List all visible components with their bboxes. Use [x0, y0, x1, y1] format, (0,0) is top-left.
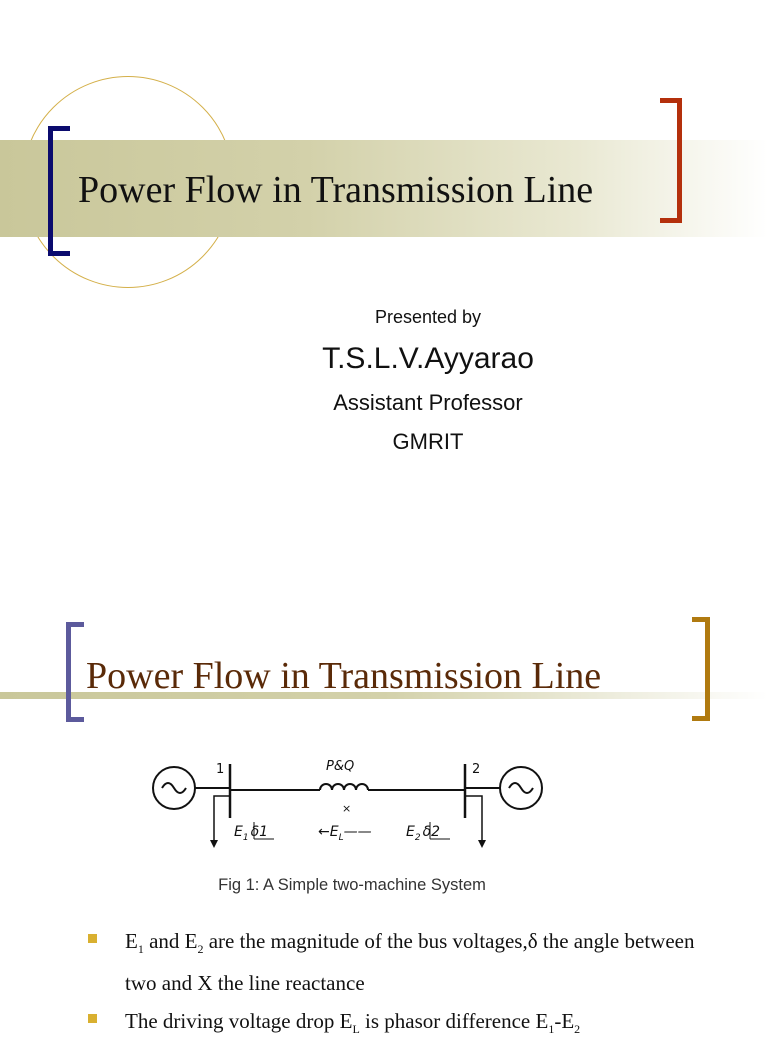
generator-2-icon — [499, 766, 543, 810]
presenter-institution: GMRIT — [392, 429, 464, 454]
bullet-list: E1 and E2 are the magnitude of the bus v… — [88, 924, 728, 1050]
load-arrow-2 — [478, 840, 486, 848]
bullet-square-icon — [88, 1014, 97, 1024]
slide-title: Power Flow in Transmission Line — [78, 169, 594, 211]
right-bracket — [692, 617, 710, 721]
content-slide: Power Flow in Transmission Line 1 P&Q × … — [0, 580, 768, 1036]
flow-label: P&Q — [326, 759, 354, 774]
bullet-square-icon — [88, 934, 97, 943]
inductor-icon — [319, 783, 369, 791]
title-band — [0, 140, 768, 237]
presented-by-label: Presented by — [374, 307, 482, 327]
bullet-item: E1 and E2 are the magnitude of the bus v… — [88, 924, 728, 1000]
figure-caption: Fig 1: A Simple two-machine System — [218, 876, 486, 894]
bus-2-label: 2 — [472, 762, 480, 777]
voltage-el-label: ←EL—— — [318, 824, 372, 843]
slide-title: Power Flow in Transmission Line — [86, 655, 602, 697]
sine-wave-icon — [508, 782, 534, 794]
sine-wave-icon — [161, 782, 187, 794]
title-slide: Power Flow in Transmission Line Presente… — [0, 76, 768, 454]
presenter-position: Assistant Professor — [333, 390, 523, 415]
left-bracket — [66, 622, 84, 722]
right-bracket — [660, 98, 682, 223]
presenter-name: T.S.L.V.Ayyarao — [322, 342, 534, 375]
left-bracket — [48, 126, 70, 256]
reactance-mark: × — [342, 802, 351, 815]
title-underline-band — [0, 692, 768, 699]
load-arrow-1 — [210, 840, 218, 848]
bullet-item: The driving voltage drop EL is phasor di… — [88, 1004, 728, 1046]
bus-1-label: 1 — [216, 762, 224, 777]
